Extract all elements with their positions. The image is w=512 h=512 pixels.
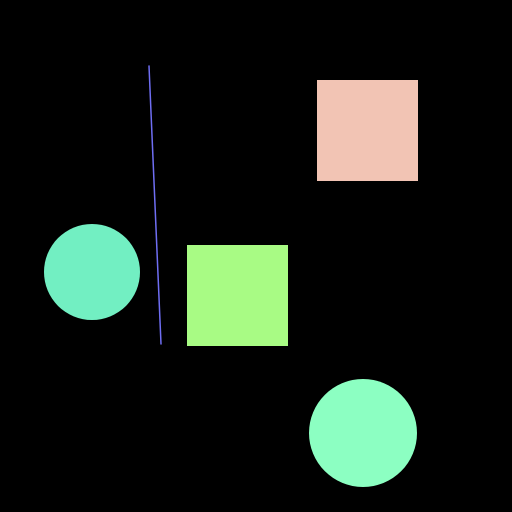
peach-square — [317, 80, 418, 181]
mint-circle — [309, 379, 417, 487]
teal-circle — [44, 224, 140, 320]
lime-square — [187, 245, 288, 346]
blue-line — [148, 65, 162, 345]
